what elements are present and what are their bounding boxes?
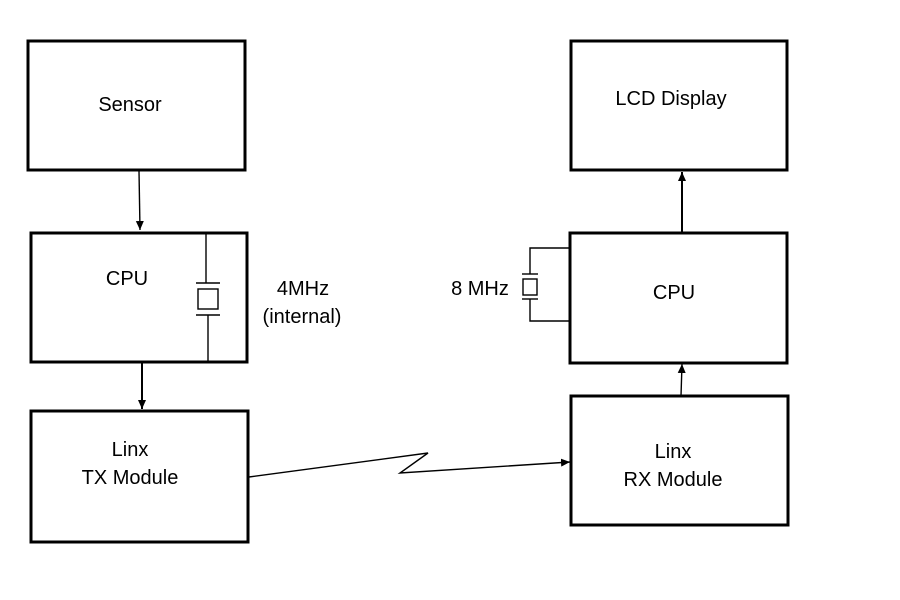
cpu-rx-block: CPU xyxy=(568,231,789,365)
sensor-block: Sensor xyxy=(26,39,247,172)
tx-module-label-line1: Linx xyxy=(112,439,149,461)
lcd-display-block: LCD Display xyxy=(569,39,789,172)
cpu-rx-label: CPU xyxy=(653,282,695,304)
lcd-display-label: LCD Display xyxy=(615,88,726,110)
rx-module-label-line2: RX Module xyxy=(624,469,723,491)
crystal-tx-note: (internal) xyxy=(263,306,342,328)
cpu-tx-block: CPU xyxy=(29,231,249,364)
sensor-label: Sensor xyxy=(98,94,162,116)
sensor-to-cpu-arrow xyxy=(135,170,144,231)
crystal-tx-frequency: 4MHz xyxy=(277,278,329,300)
tx-module-label-line2: TX Module xyxy=(82,467,179,489)
crystal-rx-frequency: 8 MHz xyxy=(451,278,509,300)
rx-to-cpu-arrow xyxy=(677,363,686,397)
rx-module-block: Linx RX Module xyxy=(569,394,790,527)
tx-module-block: Linx TX Module xyxy=(29,409,250,544)
crystal-rx-icon xyxy=(522,247,570,322)
crystal-tx-icon xyxy=(196,233,220,362)
wireless-link-arrow xyxy=(248,452,571,478)
cpu-tx-label: CPU xyxy=(106,268,148,290)
rx-module-label-line1: Linx xyxy=(655,441,692,463)
